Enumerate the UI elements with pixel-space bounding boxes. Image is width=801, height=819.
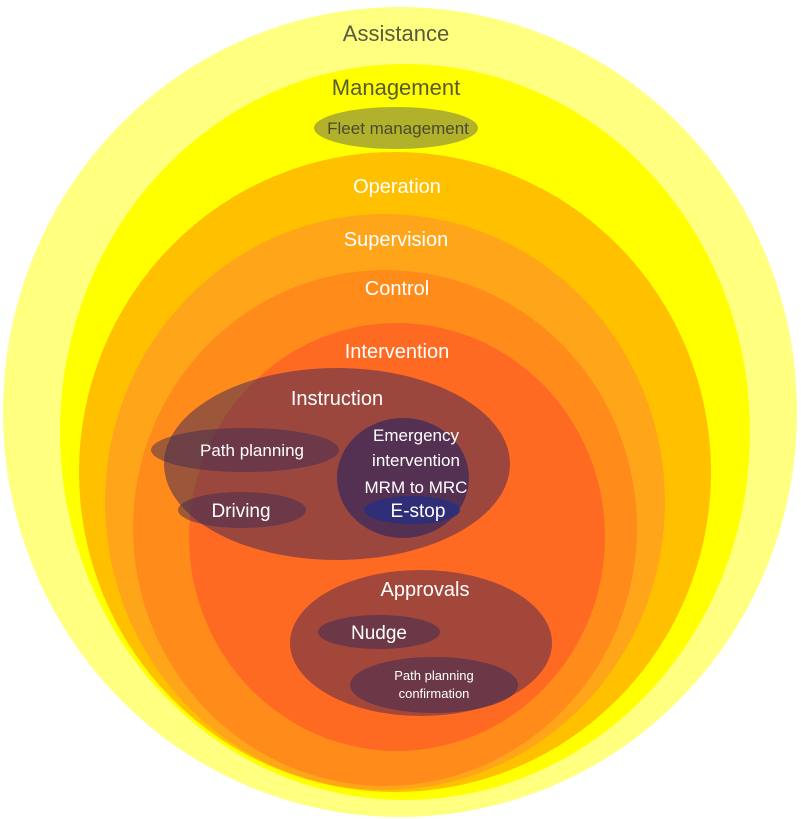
instruction-label: Instruction [291,388,383,410]
driving-label: Driving [211,501,270,522]
operation-label: Operation [353,176,441,198]
nudge-label: Nudge [351,623,407,644]
path-planning-confirmation-ellipse [350,657,518,713]
path-planning-confirmation-line2: confirmation [399,686,470,701]
assistance-label: Assistance [343,21,449,46]
path-planning-ellipse [151,428,339,472]
fleet-management-ellipse [314,107,478,149]
intervention-label: Intervention [345,341,450,363]
e-stop-ellipse [364,496,460,524]
e-stop-label: E-stop [391,501,446,522]
driving-ellipse [178,492,306,528]
supervision-label: Supervision [344,229,449,251]
mrm-to-mrc-label: MRM to MRC [365,478,468,497]
management-label: Management [332,75,460,100]
path-planning-confirmation-line1: Path planning [394,668,474,683]
nudge-ellipse [318,615,440,649]
emergency-label-line2: intervention [372,451,460,470]
path-planning-label: Path planning [200,441,304,460]
emergency-label-line1: Emergency [373,426,459,445]
approvals-label: Approvals [381,579,470,601]
fleet-management-label: Fleet management [327,119,469,138]
control-label: Control [365,278,429,300]
